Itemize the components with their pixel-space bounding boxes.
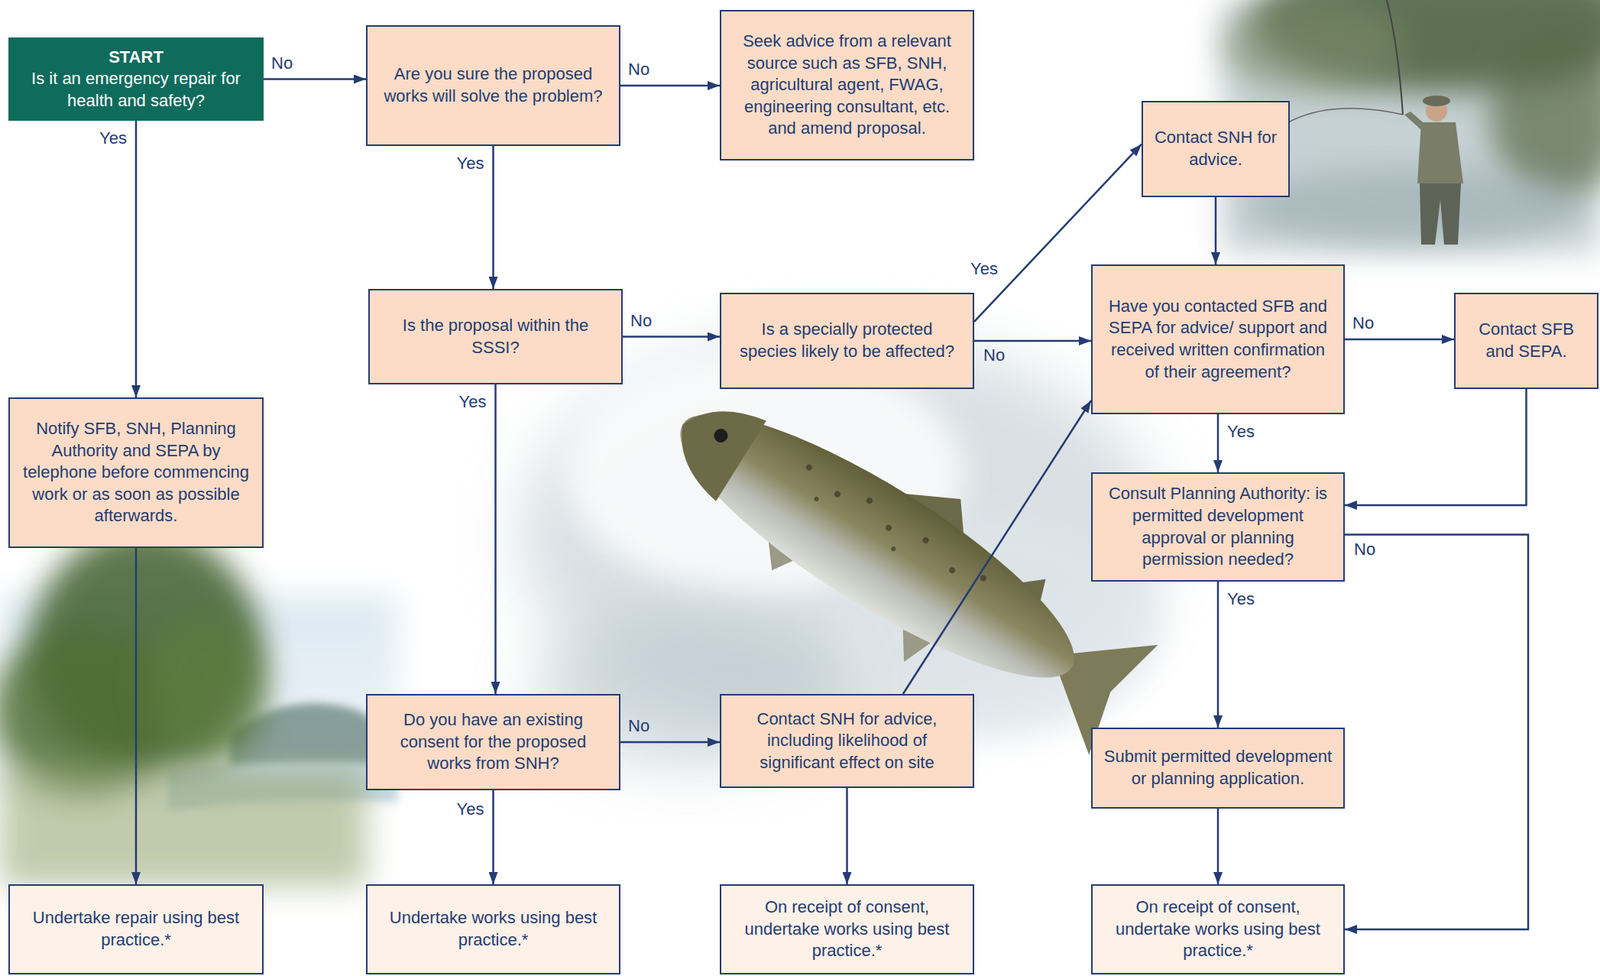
box-text: Is it an emergency repair for health and… [19, 68, 253, 112]
box-text: Undertake repair using best practice.* [20, 906, 252, 951]
edge-label: No [628, 715, 650, 736]
process-box: Contact SNH for advice. [1141, 100, 1290, 198]
edge-label: Yes [1227, 589, 1255, 609]
flow-arrow [903, 400, 1092, 694]
process-box: Seek advice from a relevant source such … [719, 9, 975, 161]
process-box: Contact SFB and SEPA. [1454, 292, 1599, 389]
flow-arrow [620, 84, 720, 88]
box-text: Seek advice from a relevant source such … [731, 30, 962, 140]
start-box: STARTIs it an emergency repair for healt… [8, 37, 264, 121]
decision-box: Do you have an existing consent for the … [365, 693, 621, 791]
edge-label: Yes [1227, 421, 1255, 442]
box-text: Consult Planning Authority: is permitted… [1103, 482, 1333, 571]
flow-arrow [1217, 581, 1220, 728]
box-text: Contact SFB and SEPA. [1466, 318, 1587, 363]
outcome-box: Undertake repair using best practice.* [8, 884, 264, 975]
flow-arrow [1217, 808, 1220, 885]
box-text: Are you sure the proposed works will sol… [378, 63, 609, 107]
edge-label: No [628, 59, 650, 80]
flow-arrow [622, 335, 720, 338]
edge-label: No [271, 53, 293, 74]
flow-arrow [135, 120, 138, 398]
flow-arrow [492, 145, 495, 289]
box-text: Do you have an existing consent for the … [378, 709, 609, 775]
flow-arrow [1344, 534, 1529, 930]
process-box: Notify SFB, SNH, Planning Authority and … [8, 397, 264, 548]
box-text: Contact SNH for advice. [1153, 126, 1278, 171]
decision-box: Are you sure the proposed works will sol… [365, 25, 621, 146]
edge-label: No [1353, 539, 1376, 560]
box-text: Contact SNH for advice, including likeli… [731, 708, 962, 775]
edge-label: Yes [459, 391, 487, 412]
outcome-box: Undertake works using best practice.* [365, 884, 621, 975]
edge-label: Yes [970, 259, 998, 279]
flow-arrow [135, 547, 138, 885]
edge-label: No [630, 310, 652, 331]
flow-arrow [1344, 338, 1455, 341]
decision-box: Is the proposal within the SSSI? [368, 288, 623, 385]
flow-arrow [263, 77, 366, 81]
start-heading: START [108, 46, 164, 69]
edge-label: Yes [456, 153, 485, 174]
edge-label: No [983, 345, 1005, 366]
box-text: Is the proposal within the SSSI? [380, 314, 611, 359]
decision-box: Have you contacted SFB and SEPA for advi… [1091, 264, 1345, 415]
box-text: On receipt of consent, undertake works u… [1103, 896, 1333, 962]
box-text: Have you contacted SFB and SEPA for advi… [1103, 295, 1333, 383]
box-text: Undertake works using best practice.* [378, 906, 609, 951]
flow-arrow [845, 787, 849, 885]
decision-box: Is a specially protected species likely … [719, 292, 975, 389]
process-box: Submit permitted development or planning… [1091, 727, 1345, 809]
flow-arrow [494, 384, 497, 694]
decision-box: Consult Planning Authority: is permitted… [1091, 472, 1345, 582]
process-box: Contact SNH for advice, including likeli… [719, 693, 975, 788]
edge-label: Yes [456, 799, 485, 820]
box-text: Notify SFB, SNH, Planning Authority and … [20, 417, 252, 528]
flow-arrow [974, 340, 1092, 343]
flow-arrow [1344, 388, 1527, 506]
outcome-box: On receipt of consent, undertake works u… [1091, 884, 1345, 975]
flow-arrow [492, 790, 495, 885]
edge-label: Yes [99, 128, 127, 149]
box-text: Is a specially protected species likely … [731, 318, 962, 363]
flow-arrow [1214, 197, 1218, 265]
flow-arrow [1217, 414, 1220, 473]
flow-arrow [620, 741, 720, 744]
box-text: Submit permitted development or planning… [1103, 745, 1333, 790]
riverbank-scene [0, 527, 398, 887]
outcome-box: On receipt of consent, undertake works u… [719, 884, 975, 975]
box-text: On receipt of consent, undertake works u… [731, 896, 962, 962]
edge-label: No [1352, 313, 1374, 334]
